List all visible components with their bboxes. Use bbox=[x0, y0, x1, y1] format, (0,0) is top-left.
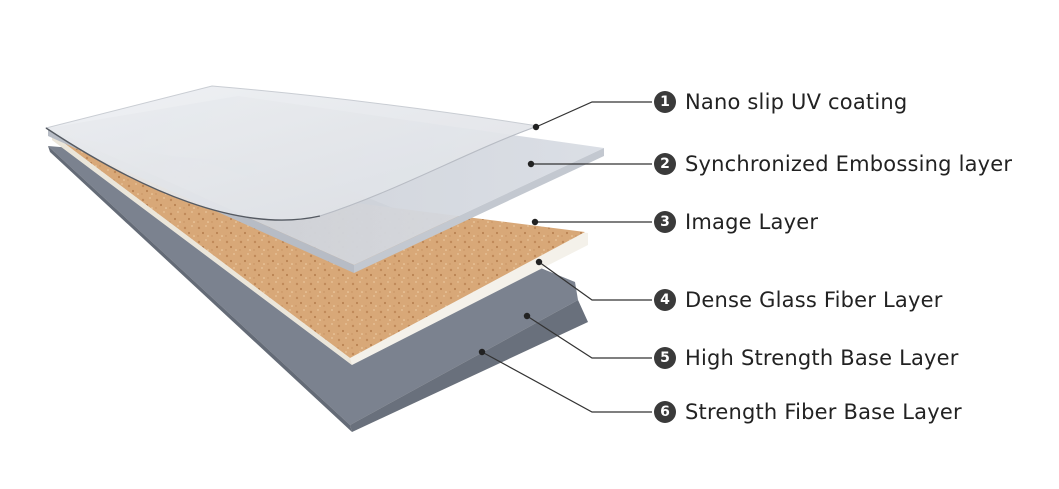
layer-label-text: Synchronized Embossing layer bbox=[685, 152, 1013, 176]
layer-label-4: 4 Dense Glass Fiber Layer bbox=[654, 286, 943, 314]
number-badge: 6 bbox=[654, 401, 676, 423]
layer-label-5: 5 High Strength Base Layer bbox=[654, 344, 959, 372]
uv-coating-shape bbox=[44, 85, 539, 221]
layer-label-text: Dense Glass Fiber Layer bbox=[685, 288, 943, 312]
number-badge: 2 bbox=[654, 153, 676, 175]
number-badge: 1 bbox=[654, 91, 676, 113]
layer-label-text: Image Layer bbox=[685, 210, 819, 234]
layer-label-text: Nano slip UV coating bbox=[685, 90, 908, 114]
layer-label-3: 3 Image Layer bbox=[654, 208, 818, 236]
layer-label-2: 2 Synchronized Embossing layer bbox=[654, 150, 1012, 178]
layer-label-text: Strength Fiber Base Layer bbox=[685, 400, 962, 424]
leader-lines bbox=[481, 101, 652, 413]
number-badge: 4 bbox=[654, 289, 676, 311]
layer-label-text: High Strength Base Layer bbox=[685, 346, 959, 370]
leader-dots bbox=[478, 123, 543, 356]
number-badge: 5 bbox=[654, 347, 676, 369]
number-badge: 3 bbox=[654, 211, 676, 233]
layer-label-1: 1 Nano slip UV coating bbox=[654, 88, 907, 116]
layer-label-6: 6 Strength Fiber Base Layer bbox=[654, 398, 962, 426]
